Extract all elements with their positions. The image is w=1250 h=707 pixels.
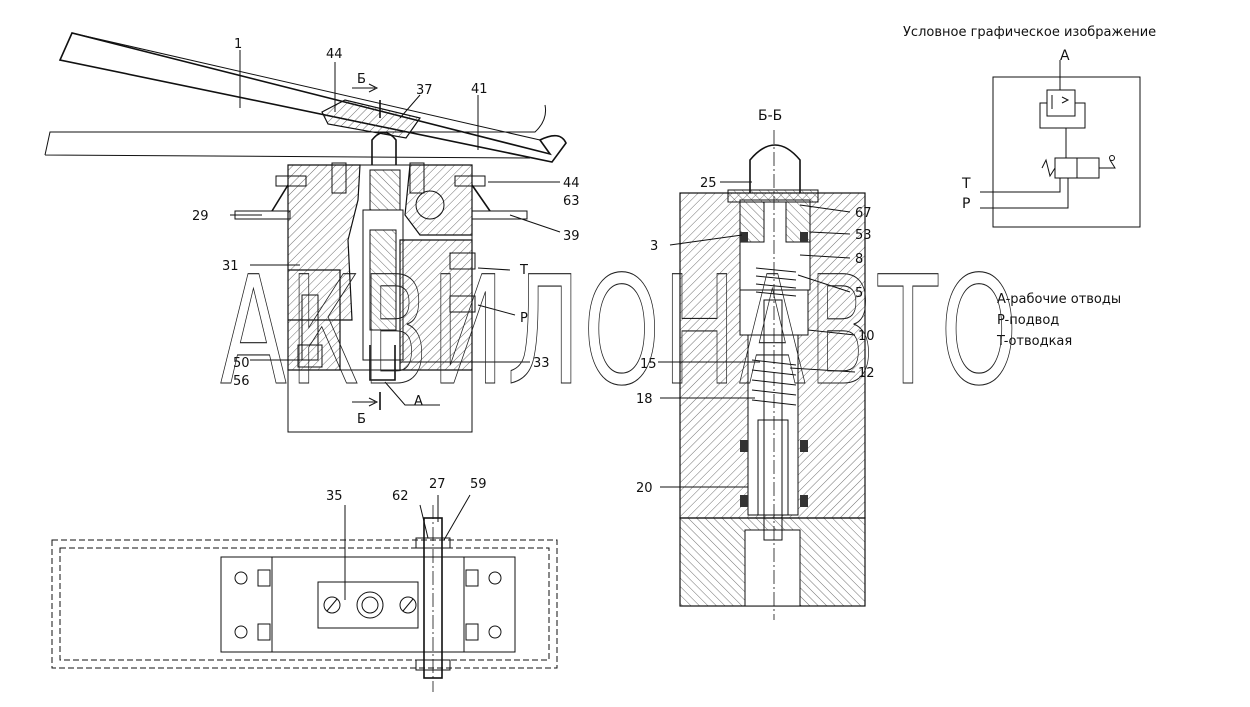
- section-view: [658, 130, 866, 620]
- callout-29: 29: [192, 209, 209, 224]
- callout-5: 5: [855, 286, 863, 301]
- callout-10: 10: [858, 329, 875, 344]
- callout-20: 20: [636, 481, 653, 496]
- callout-t: T: [519, 263, 528, 278]
- callout-50: 50: [233, 356, 250, 371]
- cut-mark-bottom: Б: [357, 412, 366, 427]
- callout-62: 62: [392, 489, 409, 504]
- callout-67: 67: [855, 206, 872, 221]
- callout-33: 33: [533, 356, 550, 371]
- frame-rod: [44, 104, 546, 159]
- valve-symbol: [980, 60, 1141, 228]
- main-view: [44, 32, 567, 433]
- legend-port-a: A: [1060, 48, 1070, 64]
- callout-1: 1: [234, 37, 242, 52]
- callout-37: 37: [416, 83, 433, 98]
- callout-12: 12: [858, 366, 875, 381]
- pedal: [58, 32, 567, 163]
- callout-53: 53: [855, 228, 872, 243]
- callout-a: A: [414, 394, 423, 409]
- callout-44b: 44: [563, 176, 580, 191]
- section-title: Б-Б: [758, 108, 782, 124]
- legend-title: Условное графическое изображение: [903, 25, 1156, 40]
- callout-25: 25: [700, 176, 717, 191]
- plan-view: [51, 494, 558, 692]
- note-a: A-рабочие отводы: [997, 292, 1121, 307]
- legend-port-p: P: [962, 196, 970, 212]
- legend-port-t: T: [961, 176, 971, 192]
- note-t: T-отводкая: [996, 334, 1072, 349]
- callout-p: P: [520, 311, 528, 326]
- callout-41: 41: [471, 82, 488, 97]
- watermark: АКВИЛОНАВТО: [220, 245, 1020, 419]
- callout-15: 15: [640, 357, 657, 372]
- cut-mark-top: Б: [357, 72, 366, 87]
- callout-35: 35: [326, 489, 343, 504]
- callout-44a: 44: [326, 47, 343, 62]
- callout-27: 27: [429, 477, 446, 492]
- callout-59: 59: [470, 477, 487, 492]
- callout-3: 3: [650, 239, 658, 254]
- callout-8: 8: [855, 252, 863, 267]
- callout-39: 39: [563, 229, 580, 244]
- callout-18: 18: [636, 392, 653, 407]
- callout-31: 31: [222, 259, 239, 274]
- callout-63: 63: [563, 194, 580, 209]
- callout-56: 56: [233, 374, 250, 389]
- note-p: P-подвод: [997, 313, 1059, 328]
